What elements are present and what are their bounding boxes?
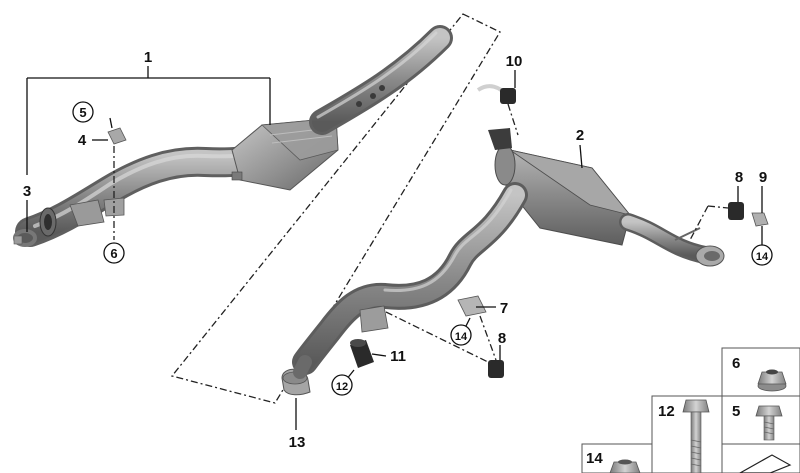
callout-8-lower: 8 <box>498 330 506 347</box>
bracket-part-7 <box>457 295 487 317</box>
callout-14-lower: 14 <box>455 331 468 343</box>
legend-label-5: 5 <box>732 403 740 420</box>
callout-12-circle <box>331 374 353 396</box>
legend-label-14: 14 <box>586 450 603 467</box>
callout-labels: 1 3 4 5 6 10 2 8 9 14 7 14 8 11 12 13 <box>23 49 773 451</box>
callout-14-upper-circle <box>751 244 773 266</box>
callout-7: 7 <box>500 300 508 317</box>
front-pipe-catalytic-converter <box>15 25 453 247</box>
callout-8-upper: 8 <box>735 169 743 186</box>
callout-11: 11 <box>390 348 406 365</box>
callout-6: 6 <box>110 246 117 261</box>
rubber-hanger-part-8-lower <box>385 311 504 378</box>
assembly-dashed-outline <box>170 13 501 404</box>
long-hex-bolt-icon <box>682 399 710 473</box>
leader-lines <box>26 66 763 430</box>
rubber-damper-part-11 <box>350 339 374 368</box>
legend-label-6: 6 <box>732 355 740 372</box>
legend-label-12: 12 <box>658 403 675 420</box>
callout-5-circle <box>72 101 94 123</box>
pipe-clamp-part-13 <box>281 355 312 396</box>
hex-nut-icon <box>609 459 641 473</box>
bracket-part-9 <box>751 212 769 227</box>
callout-9: 9 <box>759 169 767 186</box>
hardware-legend: 6 5 12 14 <box>581 347 800 473</box>
callout-6-circle <box>103 242 125 264</box>
rubber-hanger-part-10 <box>476 84 519 136</box>
legend-cell-5 <box>721 395 800 445</box>
callout-12: 12 <box>336 381 348 393</box>
hex-bolt-icon <box>755 405 783 441</box>
pipe-clamp-part-3 <box>13 229 37 247</box>
callout-1: 1 <box>144 49 152 66</box>
rubber-hanger-part-8-upper <box>689 202 744 241</box>
callout-14-lower-circle <box>450 324 472 346</box>
intermediate-pipe <box>292 182 528 375</box>
callout-3: 3 <box>23 183 31 200</box>
callout-13: 13 <box>289 434 306 451</box>
callout-2: 2 <box>576 127 584 144</box>
callout-10: 10 <box>506 53 523 70</box>
arrow-icon <box>738 454 792 473</box>
callout-14-upper: 14 <box>756 251 769 263</box>
rear-muffler <box>488 128 725 267</box>
callout-5: 5 <box>79 105 86 120</box>
callout-4: 4 <box>78 132 87 149</box>
flange-nut-icon <box>757 369 787 392</box>
